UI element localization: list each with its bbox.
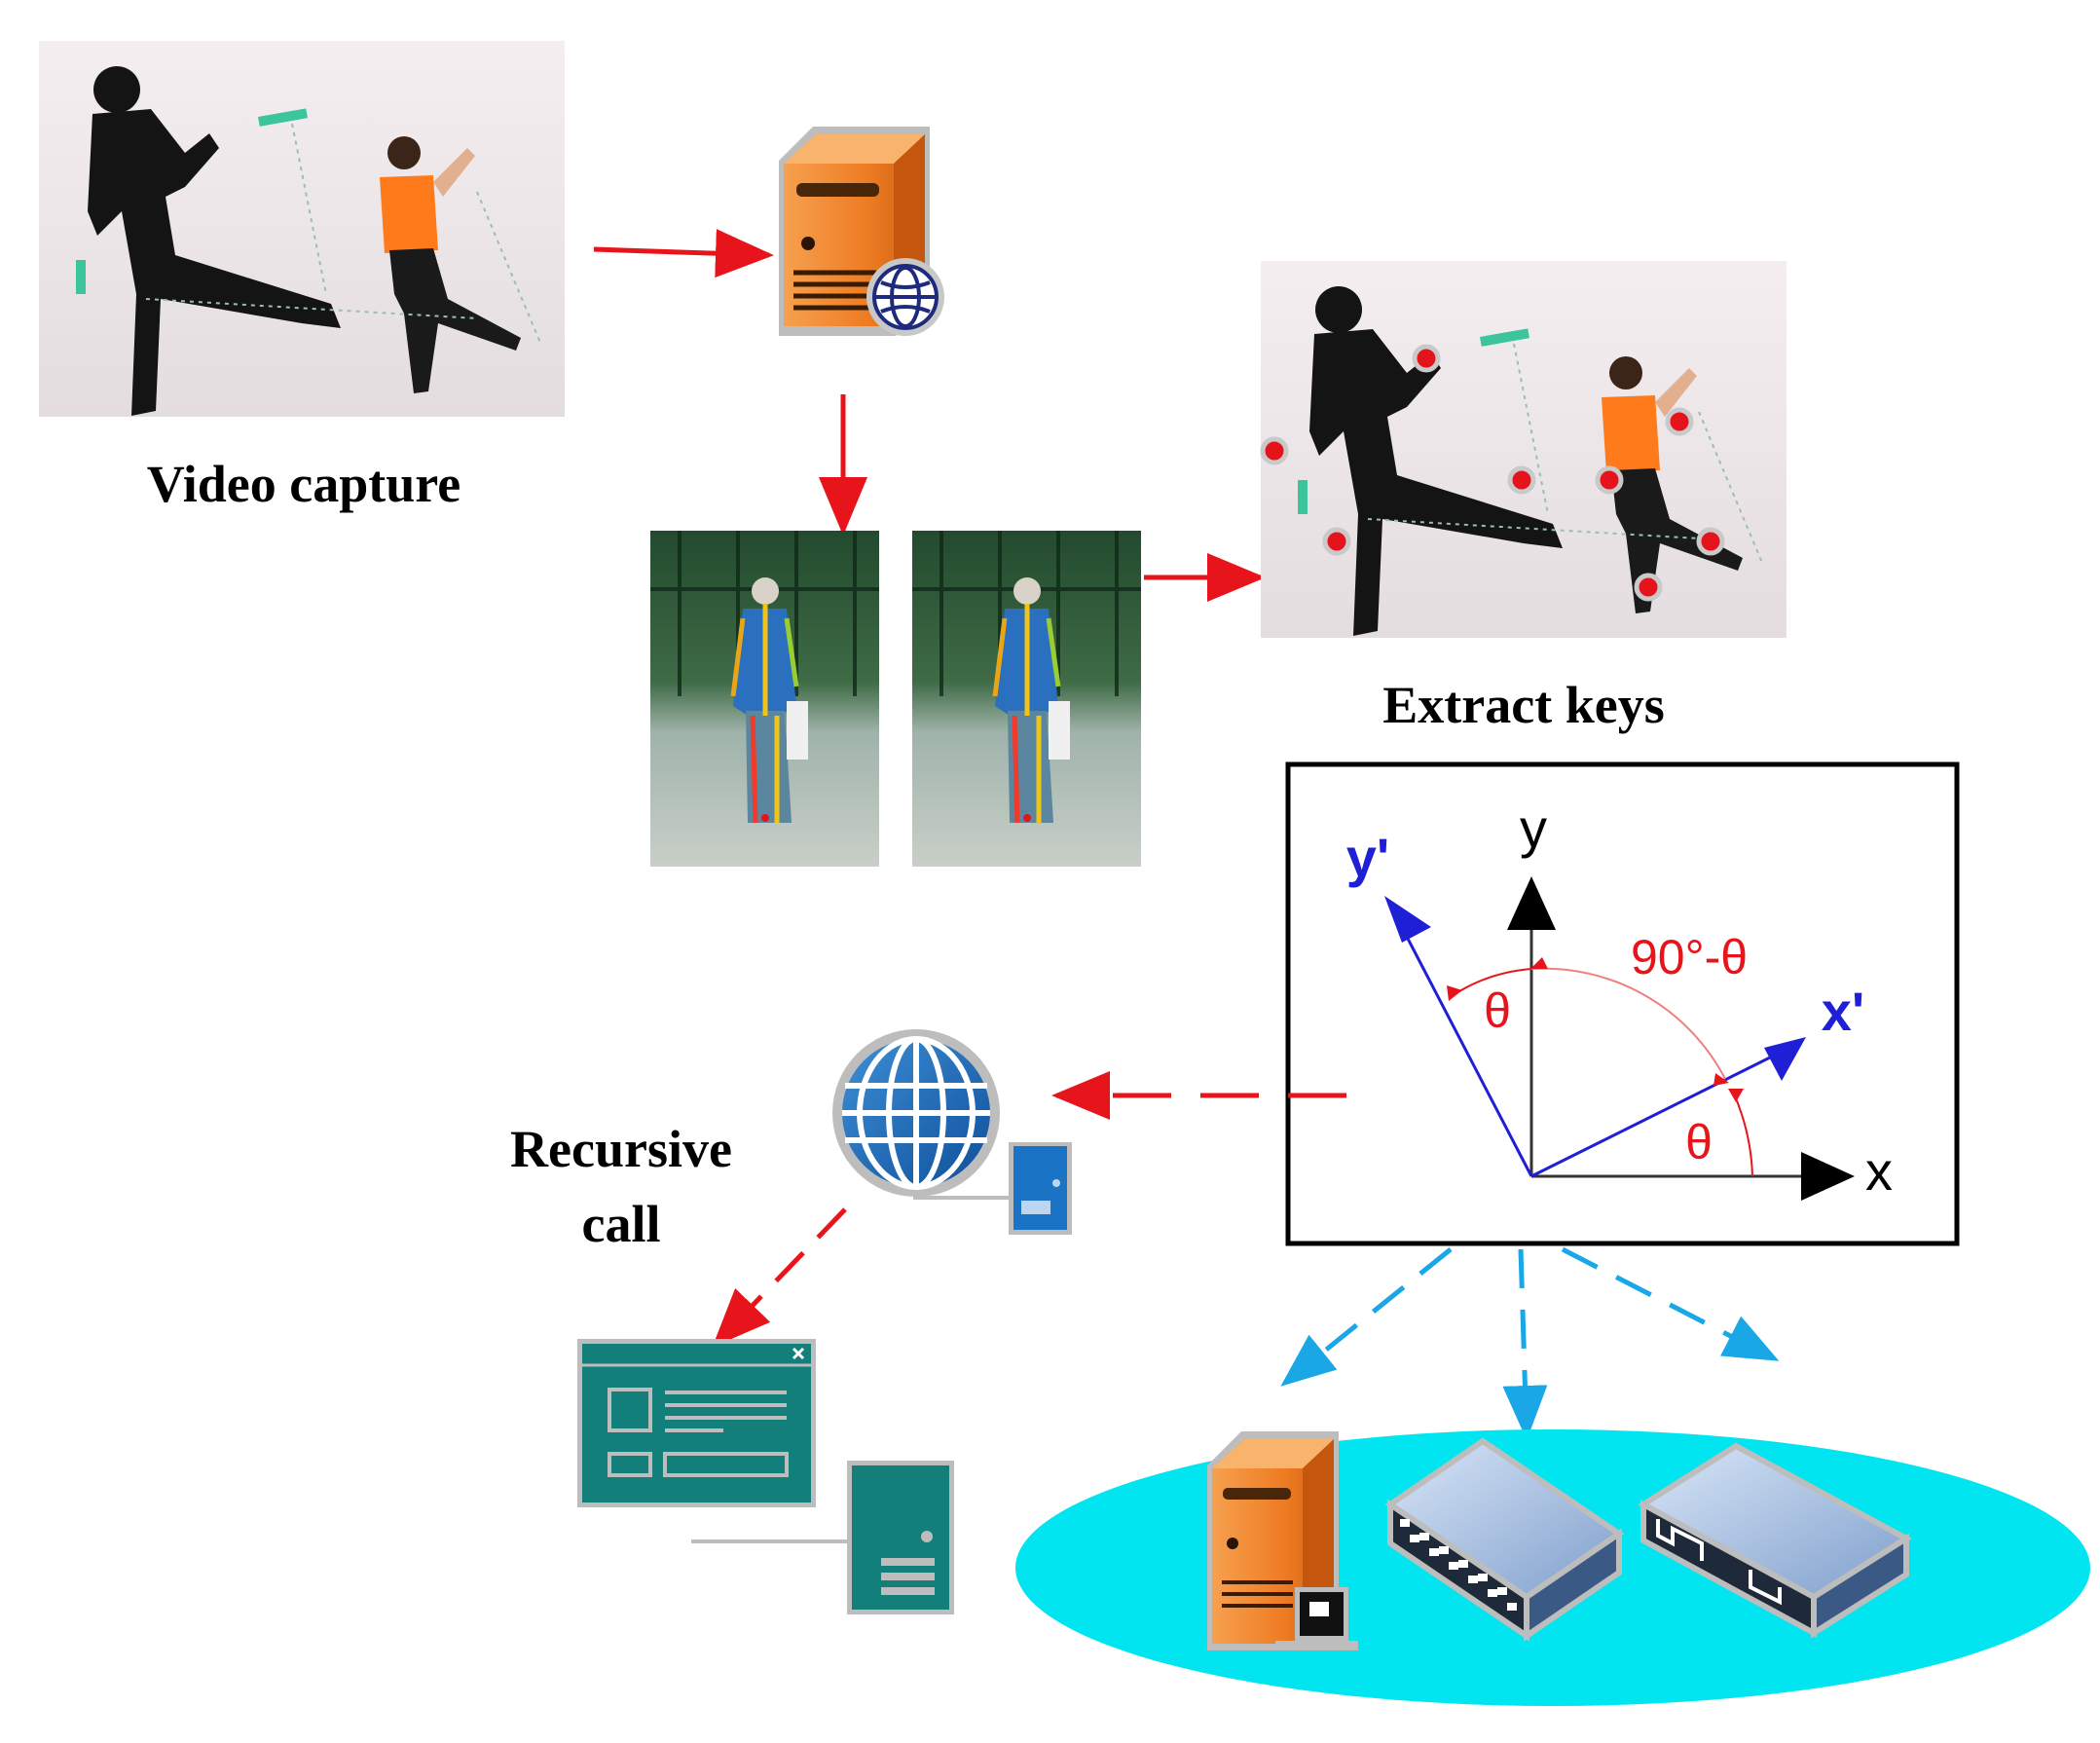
globe-network-icon	[832, 1029, 1072, 1235]
extract-keys-label: Extract keys	[1382, 676, 1664, 734]
coordinate-rotation-panel: y x y' x' 90°-θ θ θ	[1285, 761, 1960, 1246]
workstation-icon	[1207, 1431, 1358, 1650]
network-switch-icon	[1384, 1437, 1625, 1642]
keypoint	[1507, 465, 1536, 495]
axis-x-prime-label: x'	[1822, 981, 1864, 1042]
angle-complement-label: 90°-θ	[1631, 930, 1748, 984]
recursive-call-label-line1: Recursive	[510, 1120, 732, 1178]
keypoint	[1412, 344, 1441, 373]
server-with-globe-icon	[779, 127, 944, 336]
keypoint	[1665, 407, 1694, 436]
keypoint	[1696, 527, 1725, 556]
arrow-capture-to-server	[593, 229, 774, 278]
axis-y-prime-label: y'	[1346, 827, 1389, 888]
keypoint	[1260, 436, 1289, 465]
keypoint	[1322, 527, 1351, 556]
arrow-panel-to-switch	[1502, 1248, 1548, 1440]
axis-y-label: y	[1520, 797, 1547, 859]
arrow-panel-to-hub	[1561, 1246, 1780, 1361]
arrow-panel-to-workstation	[1280, 1247, 1453, 1387]
keypoint	[1595, 465, 1624, 495]
angle-theta-lower-label: θ	[1685, 1115, 1713, 1169]
angle-theta-upper-label: θ	[1484, 983, 1511, 1038]
video-capture-photo	[39, 41, 565, 417]
application-window-icon	[577, 1339, 816, 1507]
video-capture-label: Video capture	[147, 455, 461, 513]
axis-x-label: x	[1865, 1140, 1893, 1202]
tower-terminal-icon	[691, 1461, 954, 1614]
pose-frame-2	[912, 531, 1141, 867]
extract-keys-photo	[1260, 261, 1787, 638]
keypoint	[1634, 573, 1663, 602]
network-hub-icon	[1638, 1442, 1912, 1639]
recursive-call-label-line2: call	[582, 1195, 661, 1253]
arrow-globe-to-window	[712, 1207, 847, 1348]
pose-frame-1	[650, 531, 879, 867]
